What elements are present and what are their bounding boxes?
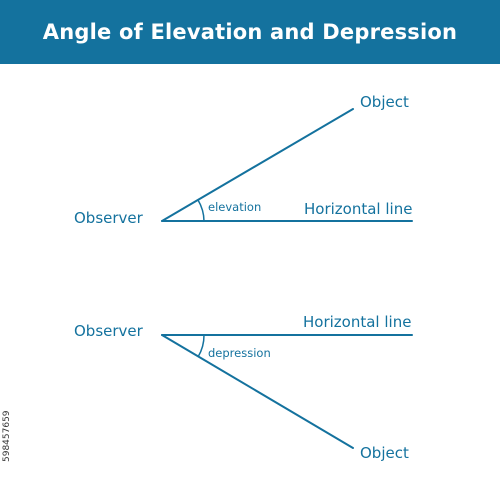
title-bar: Angle of Elevation and Depression [0, 0, 500, 64]
page-title: Angle of Elevation and Depression [42, 20, 458, 44]
elevation-angle-arc [197, 199, 205, 222]
depression-horizontal-label: Horizontal line [303, 313, 411, 331]
depression-angle-label: depression [208, 346, 271, 360]
depression-angle-arc [197, 334, 205, 358]
depression-observer-label: Observer [74, 322, 144, 340]
depression-object-label: Object [360, 444, 409, 462]
elevation-observer-label: Observer [74, 209, 144, 227]
side-code: 598457659 [2, 410, 12, 462]
elevation-horizontal-label: Horizontal line [304, 200, 412, 218]
elevation-angle-label: elevation [208, 200, 261, 214]
elevation-diagram: Observer Object Horizontal line elevatio… [74, 93, 413, 227]
elevation-line-of-sight [161, 108, 354, 222]
depression-diagram: Observer Object Horizontal line depressi… [74, 313, 413, 462]
elevation-object-label: Object [360, 93, 409, 111]
depression-line-of-sight [161, 334, 354, 449]
